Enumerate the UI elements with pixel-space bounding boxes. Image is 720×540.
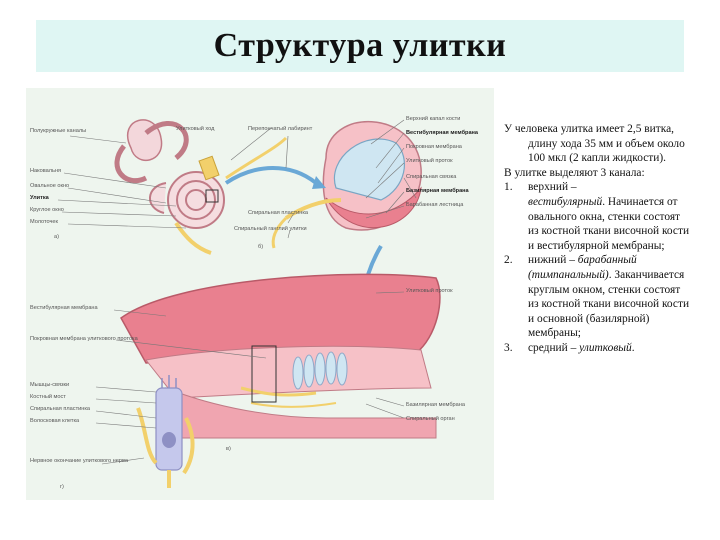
figure-label-left: Покровная мембрана улиткового протока <box>30 336 139 342</box>
figure-label-right: Базилярная мембрана <box>406 402 466 408</box>
panel-letters: а) б) в) г) <box>54 234 263 490</box>
figure-label-left: Вестибулярная мембрана <box>30 305 99 311</box>
channel-lead: верхний – <box>528 181 577 194</box>
figure-label-right: Спиральный орган <box>406 415 455 422</box>
channel-number: 1. <box>504 181 513 194</box>
figure-label-right: Улитковый проток <box>406 157 453 164</box>
channel-term: барабанный (тимпанальный) <box>528 254 637 281</box>
channel-description: . <box>631 341 635 354</box>
channel-lead: нижний – <box>528 254 578 267</box>
figure-label-right: Покровная мембрана <box>406 144 463 150</box>
channel-term: улитковый <box>579 341 632 354</box>
figure-label-top: Спиральный ганглий улитки <box>234 225 307 232</box>
description-text: У человека улитка имеет 2,5 витка, длину… <box>504 122 690 356</box>
title-band: Структура улитки <box>36 20 684 72</box>
figure-label-right: Барабанная лестница <box>406 202 464 208</box>
figure-label-left: Спиральная пластинка <box>30 406 91 412</box>
panel-letter: г) <box>60 484 64 490</box>
figure-label-top: Улитковый ход <box>176 125 215 132</box>
intro-text: У человека улитка имеет 2,5 витка, длину… <box>504 123 685 165</box>
figure-label-right: Базилярная мембрана <box>406 187 470 194</box>
figure-label-right: Улитковый проток <box>406 287 453 294</box>
slide-title: Структура улитки <box>213 27 507 64</box>
channel-number: 3. <box>504 341 513 354</box>
channel-item: 2. нижний – барабанный (тимпанальный). З… <box>504 253 690 341</box>
figure-label-left: Полукружные каналы <box>30 128 86 134</box>
figure-label-left: Костный мост <box>30 393 66 400</box>
channel-item: 3. средний – улитковый. <box>504 341 690 356</box>
intro-paragraph: У человека улитка имеет 2,5 витка, длину… <box>504 122 690 166</box>
figure-label-left: Нервное окончание улиткового нерва <box>30 458 129 464</box>
organ-of-corti-drawing <box>120 273 441 439</box>
figure-label-right: Вестибулярная мембрана <box>406 129 479 136</box>
channel-number: 2. <box>504 254 513 267</box>
arrow-a-to-b <box>224 166 318 185</box>
figure-label-left: Овальное окно <box>30 183 69 189</box>
inner-ear-drawing <box>114 119 288 255</box>
figure-label-left: Наковальня <box>30 168 61 174</box>
panel-letter: а) <box>54 234 59 240</box>
channel-description: . Заканчивается круглым окном, стенки со… <box>528 268 690 340</box>
figure-label-left: Круглое окно <box>30 207 64 213</box>
figure-label-left: Волосковая клетка <box>30 418 80 424</box>
cochlea-illustration: Полукружные каналы Наковальня Овальное о… <box>26 88 494 500</box>
figure-label-top: Перепончатый лабиринт <box>248 125 313 132</box>
left-labels: Полукружные каналы Наковальня Овальное о… <box>30 128 139 464</box>
figure-label-left: Молоточек <box>30 219 59 225</box>
right-labels: Верхний капал кости Вестибулярная мембра… <box>406 115 479 422</box>
figure-label-left: Мышцы-связки <box>30 382 69 388</box>
panel-letter: в) <box>226 446 231 452</box>
figure-label-right: Спиральная связка <box>406 174 457 180</box>
channel-item: 1. верхний – вестибулярный. Начинается о… <box>504 180 690 253</box>
figure-label-left: Улитка <box>30 195 50 201</box>
panel-letter: б) <box>258 244 263 250</box>
leader-lines <box>57 119 417 465</box>
figure-label-right: Верхний капал кости <box>406 115 460 122</box>
channel-term: вестибулярный <box>528 195 603 208</box>
cochlea-diagram: Полукружные каналы Наковальня Овальное о… <box>30 115 479 490</box>
channel-description: . Начинается от овального окна, стенки с… <box>528 195 690 252</box>
channel-lead: средний – <box>528 341 580 354</box>
top-labels: Улитковый ход Перепончатый лабиринт Спир… <box>176 125 313 232</box>
figure-label-top: Спиральная пластинка <box>248 210 309 216</box>
hair-cell-drawing <box>136 375 195 488</box>
channels-list: 1. верхний – вестибулярный. Начинается о… <box>504 180 690 355</box>
channels-heading: В улитке выделяют 3 канала: <box>504 166 645 179</box>
